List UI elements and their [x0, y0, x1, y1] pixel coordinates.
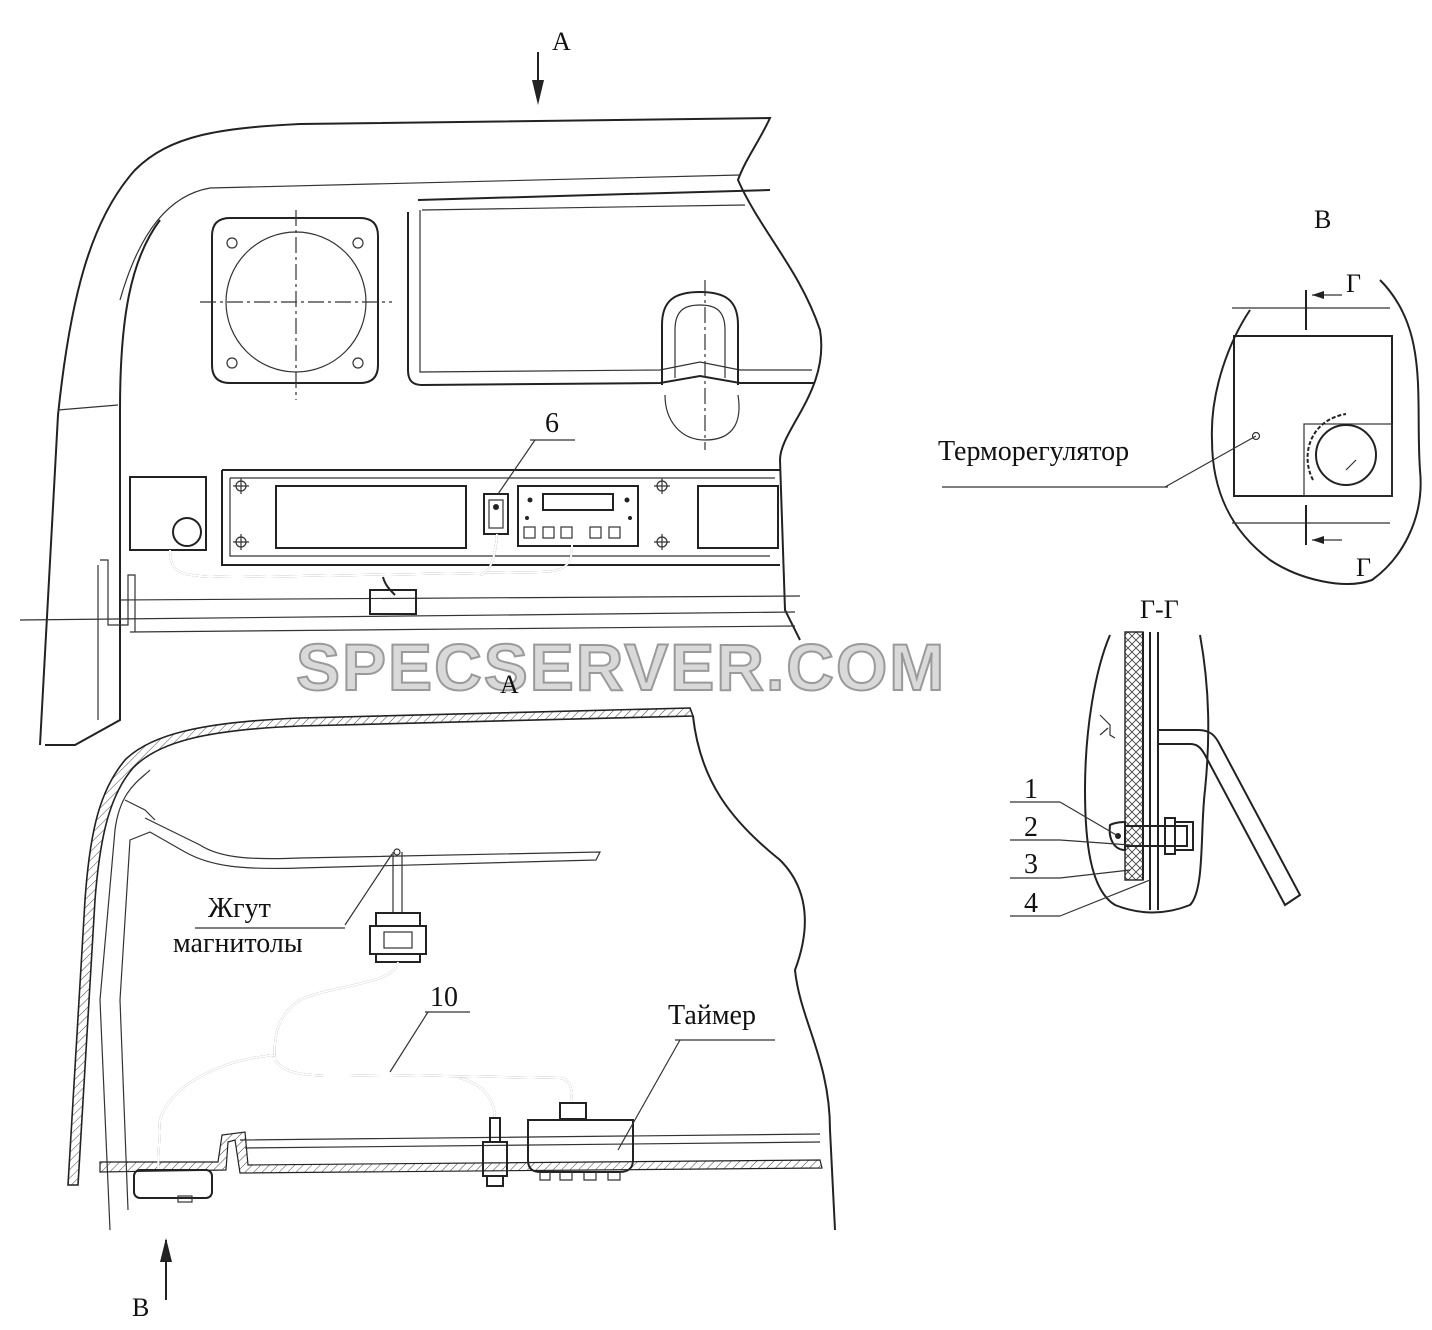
callout-1: 1	[1024, 774, 1038, 805]
wiring-harness-top	[169, 533, 573, 615]
fastener	[1108, 817, 1194, 855]
callout-6: 6	[545, 408, 559, 439]
radio-harness-label-1: Жгут	[208, 893, 271, 924]
timer-label: Таймер	[668, 1000, 756, 1031]
view-b-detail: В Г Г Терморегулятор	[938, 205, 1422, 585]
console-panel	[221, 469, 780, 566]
thermostat: Терморегулятор	[938, 335, 1393, 497]
section-g-g: Г-Г 1 2 3 4	[1010, 595, 1302, 919]
display-unit	[517, 485, 639, 547]
view-b-arrow	[160, 1238, 172, 1300]
floor-panel-hatched	[99, 1131, 823, 1174]
heater-control-box	[129, 476, 207, 551]
thermostat-label: Терморегулятор	[938, 436, 1129, 467]
radio-harness-connector: Жгут магнитолы	[173, 848, 427, 963]
view-a-arrow	[532, 52, 544, 105]
callout-3: 3	[1024, 849, 1038, 880]
roof-section-hatched	[67, 707, 695, 1186]
section-mark-bottom: Г	[1356, 553, 1371, 582]
callout-2: 2	[1024, 812, 1038, 843]
callout-table: 1 2 3 4	[1010, 774, 1151, 919]
cab-pillar	[45, 219, 161, 746]
wiring-harness-10: 10	[133, 961, 573, 1203]
radio-harness-label-2: магнитолы	[173, 928, 303, 959]
watermark: SPECSERVER.COM	[296, 630, 946, 704]
cab-panel-outline	[39, 116, 823, 746]
speaker	[200, 210, 392, 400]
callout-10: 10	[430, 982, 458, 1013]
section-title: Г-Г	[1140, 595, 1179, 624]
view-b-title: В	[1314, 205, 1331, 234]
storage-compartment	[407, 189, 815, 450]
section-mark-top: Г	[1346, 269, 1361, 298]
view-a-bottom: А Жгут магнитолы	[67, 670, 836, 1322]
view-a-label-top: А	[552, 27, 571, 56]
view-a-top: А	[19, 27, 823, 746]
cab-rear-outline	[692, 715, 836, 1231]
view-b-label: В	[132, 1293, 149, 1322]
timer-unit: Таймер	[527, 1000, 775, 1181]
insulation-layer	[1124, 631, 1144, 881]
temperature-sensor	[133, 1169, 213, 1199]
callout-4: 4	[1024, 888, 1038, 919]
view-a-label-bottom: А	[500, 670, 519, 699]
